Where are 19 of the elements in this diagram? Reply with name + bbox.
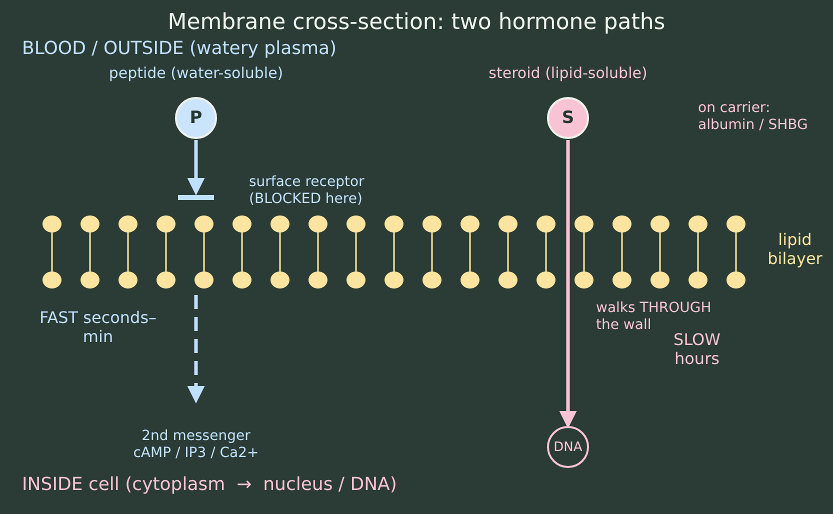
carrier-note: on carrier: albumin / SHBG bbox=[698, 100, 809, 134]
arrow bbox=[559, 140, 577, 428]
region-label: BLOOD / OUTSIDE (watery plasma) bbox=[22, 38, 338, 60]
caption-text: steroid (lipid-soluble) bbox=[488, 64, 648, 82]
speed-label: FAST seconds–min bbox=[38, 308, 158, 346]
hormone-circle: S bbox=[547, 97, 589, 139]
messenger-text: 2nd messenger cAMP / IP3 / Ca2+ bbox=[121, 428, 271, 462]
hormone-circle: P bbox=[175, 97, 217, 139]
region-label: INSIDE cell (cytoplasm → nucleus / DNA) bbox=[22, 474, 398, 496]
pathway-note: walks THROUGH the wall bbox=[596, 300, 712, 333]
dna-circle: DNA bbox=[547, 426, 589, 468]
arrow bbox=[187, 140, 205, 196]
diagram-title: Membrane cross-section: two hormone paths bbox=[166, 10, 666, 36]
arrow bbox=[187, 295, 205, 404]
caption-text: peptide (water-soluble) bbox=[108, 64, 284, 82]
caption-text: surface receptor (BLOCKED here) bbox=[249, 174, 366, 208]
speed-label: SLOW hours bbox=[672, 330, 722, 368]
bilayer-label: lipid bilayer bbox=[766, 230, 824, 268]
receptor-bar bbox=[178, 195, 214, 200]
